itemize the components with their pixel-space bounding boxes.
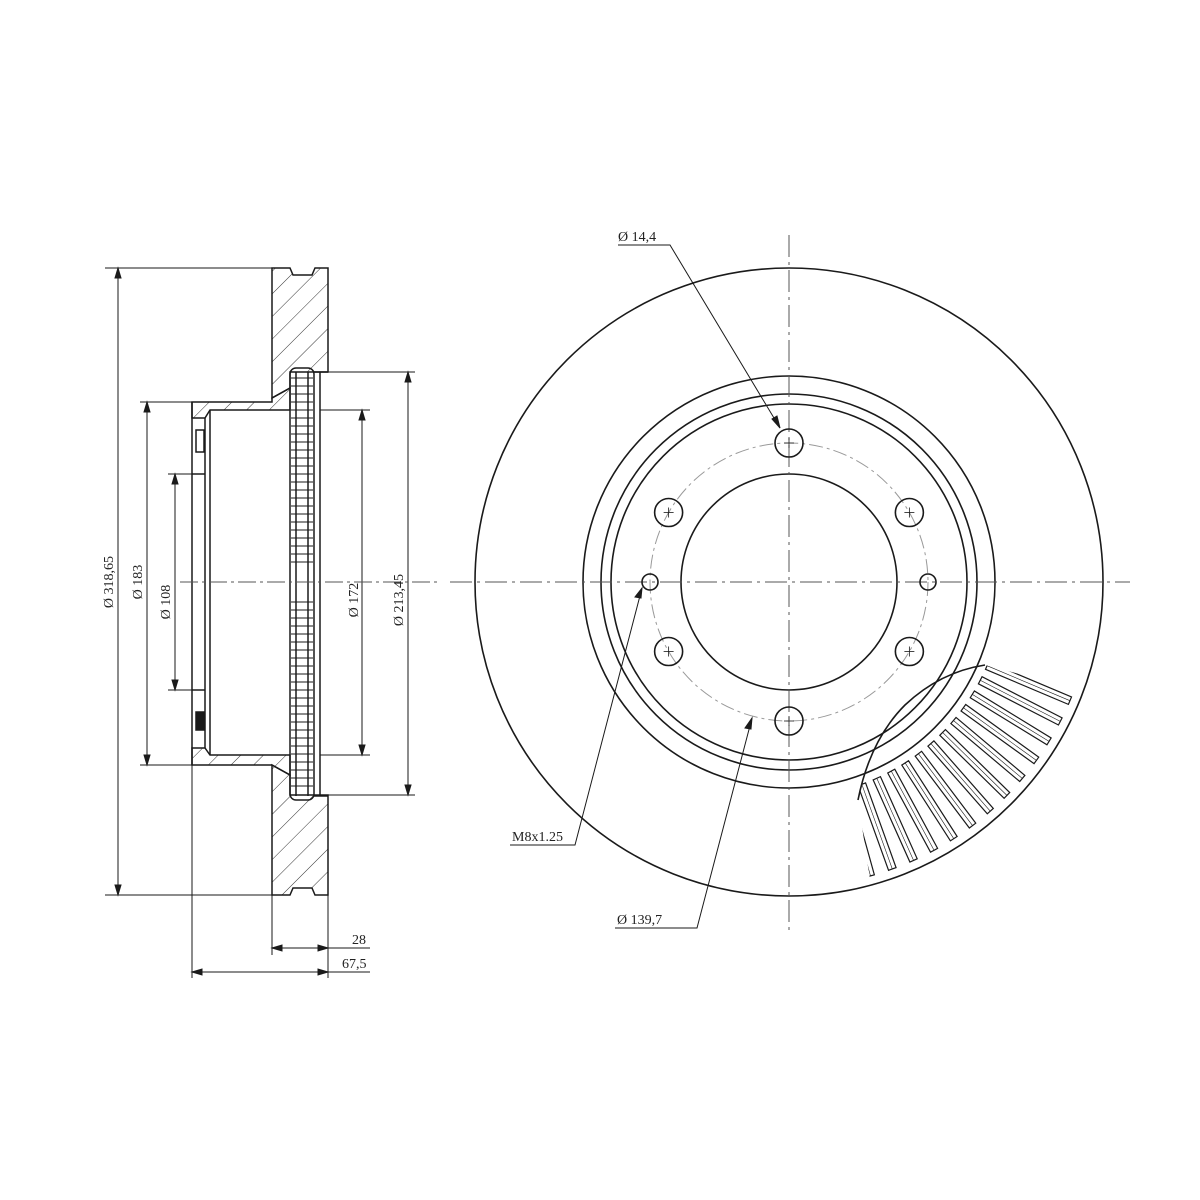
dim-overall-height: 67,5 bbox=[342, 957, 367, 972]
dim-bolt-hole: Ø 14,4 bbox=[618, 230, 656, 245]
bolt-hole-lower-right bbox=[894, 636, 925, 667]
vent-fin-core bbox=[986, 665, 1071, 701]
section-view bbox=[105, 266, 440, 978]
vent-fin bbox=[872, 775, 918, 863]
vent-fin bbox=[914, 750, 977, 829]
bolt-hole-top bbox=[774, 428, 804, 458]
vent-fin bbox=[900, 759, 958, 842]
vent-fin-core bbox=[997, 635, 1084, 657]
vent-fin-core bbox=[858, 789, 871, 876]
outer-edge bbox=[474, 267, 1104, 897]
thread-hole-left bbox=[641, 573, 659, 591]
vent-fin-core bbox=[1001, 619, 1090, 635]
vent-fin-core bbox=[963, 707, 1037, 761]
dim-center-bore: Ø 108 bbox=[159, 585, 174, 620]
dim-friction-inner: Ø 213,45 bbox=[392, 574, 407, 626]
dim-hub-diameter: Ø 183 bbox=[131, 565, 146, 600]
vent-fin-core bbox=[992, 665, 1079, 680]
vent-fin bbox=[984, 665, 1073, 706]
thread-hole-right bbox=[919, 573, 937, 591]
vent-fin bbox=[858, 782, 897, 872]
dim-thickness: 28 bbox=[352, 933, 366, 948]
vent-fin bbox=[969, 690, 1052, 746]
vent-fin bbox=[950, 716, 1026, 783]
vent-fin bbox=[977, 675, 1063, 726]
vent-fin bbox=[886, 768, 939, 854]
vent-fin-core bbox=[980, 680, 1061, 722]
vent-fin-core bbox=[890, 770, 935, 851]
dim-thread: M8x1.25 bbox=[512, 830, 563, 845]
vent-fin bbox=[858, 787, 876, 878]
vent-fin-core bbox=[918, 753, 973, 826]
bolt-hole-bottom bbox=[774, 706, 804, 736]
vent-fin-core bbox=[876, 778, 914, 861]
vent-fin-core bbox=[942, 732, 1008, 796]
bolt-hole-lower-left bbox=[653, 636, 684, 667]
vent-fin bbox=[927, 740, 995, 815]
vent-fin-core bbox=[930, 743, 991, 812]
dim-pcd: Ø 139,7 bbox=[617, 913, 662, 928]
vent-fin-core bbox=[904, 762, 955, 839]
bolt-hole-upper-right bbox=[894, 497, 925, 528]
dim-outer-diameter: Ø 318,65 bbox=[102, 556, 117, 608]
vent-fin bbox=[1000, 615, 1090, 639]
vent-fin bbox=[938, 728, 1011, 800]
vent-core bbox=[289, 367, 315, 801]
vent-fin bbox=[996, 631, 1085, 661]
vent-fin-core bbox=[953, 720, 1023, 779]
vent-fin-core bbox=[861, 784, 893, 870]
vent-fin-core bbox=[972, 694, 1050, 742]
bolt-hole-upper-left bbox=[653, 497, 684, 528]
vent-fin bbox=[960, 703, 1040, 765]
dim-inner-vent: Ø 172 bbox=[347, 583, 362, 618]
